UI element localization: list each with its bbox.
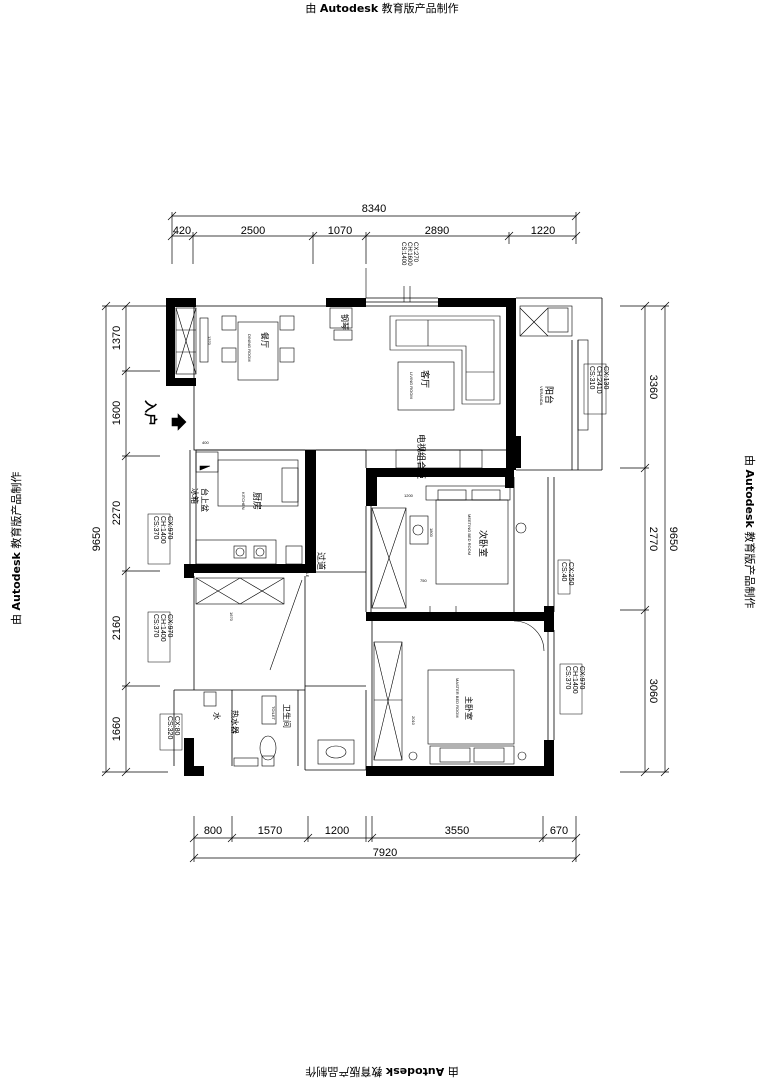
piano-label: 钢琴 bbox=[340, 314, 350, 330]
bed2-height-dim: 1800 bbox=[429, 528, 434, 538]
corridor-spec-1: CS:370 bbox=[152, 614, 159, 637]
toilet-spec-2: CX:80 bbox=[173, 716, 180, 736]
bottom-dimension-lines bbox=[189, 816, 581, 863]
right-dimension-lines bbox=[620, 301, 670, 777]
inner-dims: 1200 1800 750 400 1370 1670 2010 bbox=[202, 336, 434, 726]
refrigerator-label: 冰箱 bbox=[190, 488, 200, 504]
bottom-dim-2: 1570 bbox=[258, 825, 282, 837]
water-heater-label: 热水器 bbox=[230, 710, 240, 734]
right-dim-3: 3060 bbox=[647, 679, 659, 703]
master-bed bbox=[427, 669, 515, 745]
top-dim-1: 420 bbox=[173, 225, 191, 237]
second-bedroom-spec-2: CX:250 bbox=[567, 562, 574, 585]
sofa bbox=[389, 315, 501, 405]
left-dimension-lines bbox=[101, 301, 168, 777]
kitchen-small-dim: 400 bbox=[202, 440, 209, 445]
left-dim-5: 1660 bbox=[111, 717, 123, 741]
furniture bbox=[171, 268, 589, 767]
dining-room-en: DINING ROOM bbox=[247, 334, 252, 362]
kitchen-label: 厨房 bbox=[251, 492, 263, 510]
room-labels: 餐厅 DINING ROOM 客厅 LIVING ROOM 阳台 VERANDA… bbox=[142, 314, 555, 734]
dining-width-dim: 1370 bbox=[207, 336, 212, 346]
kitchen-spec-2: CH:1400 bbox=[159, 516, 166, 544]
kitchen-en: KITCHEN bbox=[241, 492, 246, 510]
spec-text: CS:310 CH:2410 CX:130 CS:370 CH:1400 CX:… bbox=[152, 242, 609, 739]
toilet-spec-1: CS:320 bbox=[166, 716, 173, 739]
dining-room-label: 餐厅 bbox=[260, 332, 269, 348]
aisle-label: 过道 bbox=[315, 552, 327, 570]
watermark-top: 由 Autodesk 教育版产品制作 bbox=[305, 2, 459, 15]
second-bedroom-en: MEETING BED ROOM bbox=[467, 514, 472, 555]
bottom-dim-3: 1200 bbox=[325, 825, 349, 837]
counter-basin-label: 台上盆 bbox=[200, 488, 210, 512]
water-label: 水 bbox=[212, 712, 222, 720]
wash-basin bbox=[317, 739, 355, 765]
dimension-text: 8340 420 2500 1070 2890 1220 7920 800 15… bbox=[91, 203, 679, 859]
entrance-label: 入户 bbox=[142, 400, 158, 426]
living-room-label: 客厅 bbox=[419, 370, 431, 388]
second-bedroom-label: 次卧室 bbox=[477, 530, 489, 557]
kitchen-spec-1: CS:370 bbox=[152, 516, 159, 539]
second-bedroom-spec-1: CS:40 bbox=[560, 562, 567, 582]
master-bedroom-en: MASTER BED ROOM bbox=[455, 678, 460, 718]
living-spec-1: CS:1400 bbox=[400, 242, 406, 266]
aisle-en: AISLE bbox=[305, 566, 310, 578]
dining-table bbox=[237, 321, 279, 381]
toilet-label: 卫生间 bbox=[282, 704, 292, 728]
master-bedroom-spec-1: CS:370 bbox=[564, 666, 571, 689]
top-dimension-lines bbox=[167, 211, 581, 264]
kitchen-spec-3: CX:970 bbox=[166, 516, 173, 539]
master-bedroom-label: 主卧室 bbox=[464, 696, 474, 720]
spec-boxes bbox=[147, 363, 607, 751]
master-bed-dim: 2010 bbox=[411, 716, 416, 726]
top-dim-2: 2500 bbox=[241, 225, 265, 237]
walls bbox=[166, 298, 554, 776]
bottom-total-dim: 7920 bbox=[373, 847, 397, 859]
tv-cabinet bbox=[395, 449, 483, 469]
right-dim-2: 2770 bbox=[647, 527, 659, 551]
balcony-en: VERANDA bbox=[539, 386, 544, 406]
top-dim-5: 1220 bbox=[531, 225, 555, 237]
toilet-en: TOILET bbox=[271, 706, 276, 720]
tv-cabinet-label: 电视组合柜 bbox=[415, 434, 427, 479]
bed2-x-dim: 750 bbox=[420, 578, 427, 583]
left-dim-3: 2270 bbox=[111, 501, 123, 525]
bottom-dim-5: 670 bbox=[550, 825, 568, 837]
left-dim-1: 1370 bbox=[111, 326, 123, 350]
left-total-dim: 9650 bbox=[91, 527, 103, 551]
entrance-arrow-icon bbox=[171, 413, 187, 431]
corridor-spec-2: CH:1400 bbox=[159, 614, 166, 642]
top-total-dim: 8340 bbox=[362, 203, 386, 215]
bottom-dim-4: 3550 bbox=[445, 825, 469, 837]
balcony-spec-1: CS:310 bbox=[588, 366, 595, 389]
top-dim-4: 2890 bbox=[425, 225, 449, 237]
balcony-spec-2: CH:2410 bbox=[595, 366, 602, 394]
living-room-en: LIVING ROOM bbox=[409, 372, 414, 399]
right-total-dim: 9650 bbox=[667, 527, 679, 551]
coffee-table bbox=[397, 361, 455, 411]
living-spec-3: CX:270 bbox=[412, 242, 418, 263]
top-dim-3: 1070 bbox=[328, 225, 352, 237]
piano bbox=[329, 307, 353, 329]
bed2-width-dim: 1200 bbox=[404, 493, 414, 498]
right-dim-1: 3360 bbox=[647, 375, 659, 399]
living-spec-2: CH:1600 bbox=[406, 242, 412, 266]
thin-walls bbox=[173, 297, 603, 771]
balcony-label: 阳台 bbox=[543, 386, 555, 404]
left-dim-4: 2160 bbox=[111, 616, 123, 640]
corridor-width-dim: 1670 bbox=[229, 612, 234, 622]
bottom-dim-1: 800 bbox=[204, 825, 222, 837]
second-bed bbox=[435, 499, 509, 585]
master-bedroom-spec-2: CH:1400 bbox=[571, 666, 578, 694]
master-bedroom-spec-3: CX:970 bbox=[578, 666, 585, 689]
left-dim-2: 1600 bbox=[111, 401, 123, 425]
corridor-spec-3: CX:970 bbox=[166, 614, 173, 637]
balcony-spec-3: CX:130 bbox=[602, 366, 609, 389]
